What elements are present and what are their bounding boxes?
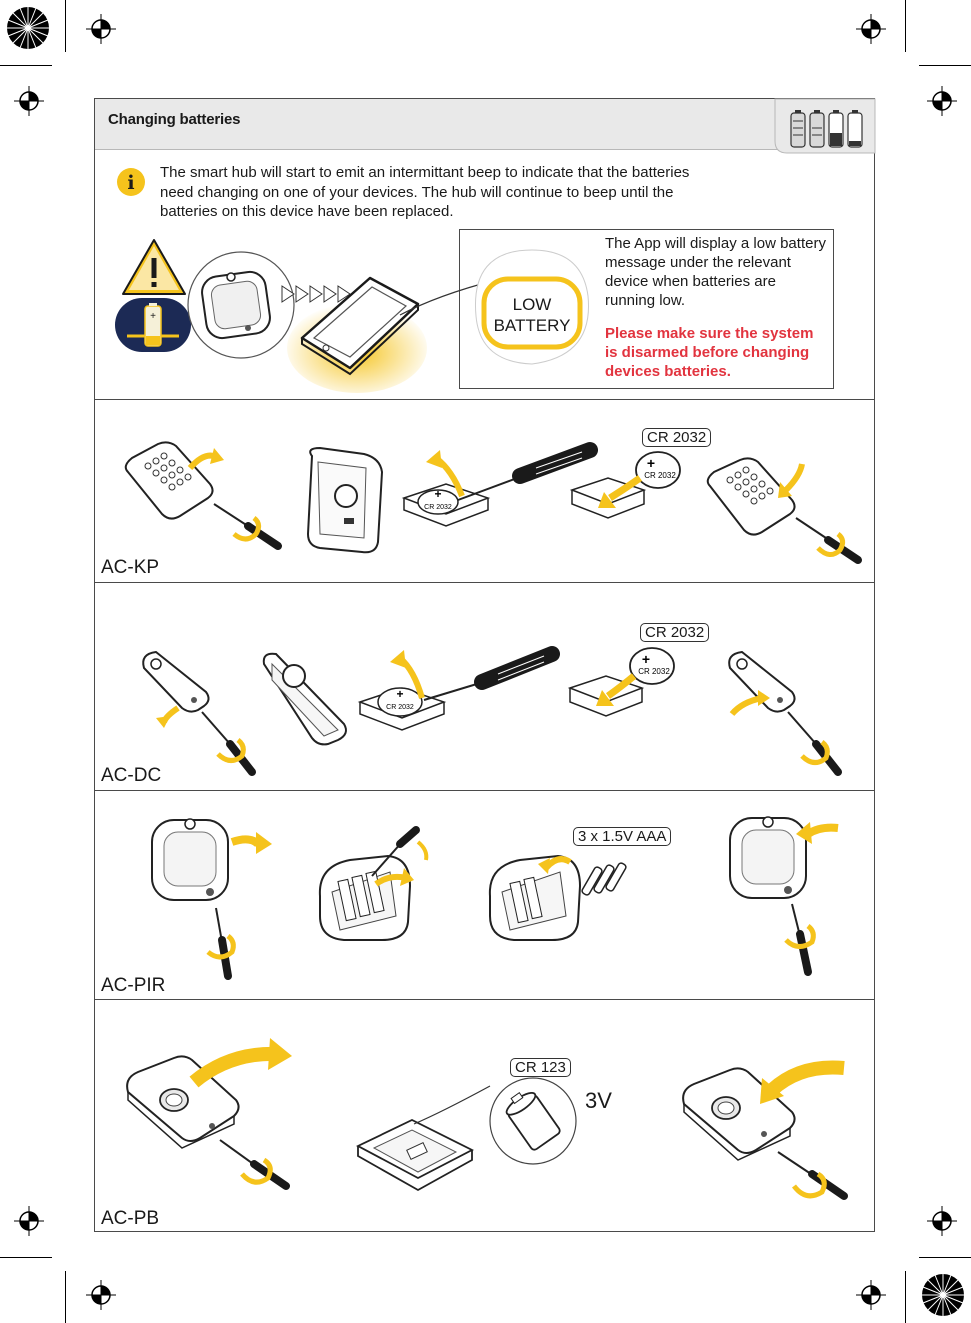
section-label-ac-pir: AC-PIR (101, 975, 166, 996)
svg-text:+: + (396, 687, 403, 701)
keypad-illustration (124, 441, 282, 550)
coin-cell-label: CR 2032 (638, 667, 670, 676)
battery-type-label: CR 2032 (640, 623, 710, 642)
svg-text:+: + (434, 487, 441, 501)
battery-type-label: CR 123 (510, 1058, 571, 1077)
motion-sensor-open-illustration (318, 826, 429, 941)
svg-text:+: + (150, 311, 156, 322)
low-battery-bubble (474, 249, 590, 365)
battery-voltage-label: 3V (585, 1088, 612, 1113)
battery-levels-icon (774, 98, 876, 154)
bubble-line-2: BATTERY (493, 316, 571, 335)
battery-type-label: CR 2032 (642, 428, 712, 447)
door-contact-reassemble-illustration (728, 650, 842, 776)
registration-mark-icon (927, 1206, 957, 1236)
cr123-battery-zoom-illustration (489, 1077, 577, 1165)
section-label-ac-kp: AC-KP (101, 557, 160, 578)
page-title: Changing batteries (108, 111, 241, 128)
low-battery-icon: + (115, 298, 191, 352)
smart-hub-illustration (187, 251, 295, 359)
callout-warning: Please make sure the system is disarmed … (605, 325, 814, 380)
coin-cell-label: CR 2032 (424, 504, 452, 511)
section-divider (94, 790, 875, 791)
registration-mark-icon (856, 1280, 886, 1310)
aaa-battery-insert-illustration (488, 854, 627, 941)
door-contact-illustration (142, 650, 256, 776)
section-divider (94, 999, 875, 1000)
keypad-open-back-illustration (306, 446, 384, 554)
coin-battery-removal-illustration: + CR 2032 (357, 646, 560, 731)
registration-mark-icon (14, 1206, 44, 1236)
registration-mark-icon (14, 86, 44, 116)
battery-type-label: 3 x 1.5V AAA (573, 827, 672, 846)
door-contact-open-illustration (262, 652, 347, 746)
section-label-ac-pb: AC-PB (101, 1208, 160, 1229)
intro-text: The smart hub will start to emit an inte… (160, 164, 690, 220)
callout-text: The App will display a low battery messa… (605, 235, 826, 309)
registration-mark-icon (86, 1280, 116, 1310)
panic-button-illustration (126, 1038, 292, 1190)
warning-triangle-icon (122, 239, 186, 295)
coin-battery-removal-illustration: + CR 2032 (401, 442, 598, 527)
instruction-panel (94, 98, 875, 1232)
coin-cell-label: CR 2032 (386, 704, 414, 711)
section-divider (94, 399, 875, 400)
smartphone-illustration (287, 276, 427, 393)
starburst-icon (922, 1274, 964, 1316)
signal-arrows-icon (281, 285, 351, 303)
panic-button-reassemble-illustration (682, 1060, 848, 1200)
starburst-icon (7, 7, 49, 49)
info-icon: i (117, 168, 145, 196)
coin-cell-label: CR 2032 (644, 471, 676, 480)
motion-sensor-reassemble-illustration (729, 816, 839, 976)
bubble-line-1: LOW (512, 295, 552, 314)
app-message-callout (459, 229, 834, 389)
motion-sensor-illustration (151, 818, 272, 980)
panel-header: Changing batteries (95, 99, 874, 150)
section-divider (94, 582, 875, 583)
panic-button-open-illustration (356, 1085, 491, 1192)
section-label-ac-dc: AC-DC (101, 765, 162, 786)
low-battery-bubble-label: LOW BATTERY (486, 294, 578, 336)
registration-mark-icon (927, 86, 957, 116)
coin-battery-insert-illustration: + CR 2032 (567, 647, 675, 717)
svg-text:+: + (642, 651, 650, 667)
registration-mark-icon (86, 14, 116, 44)
keypad-reassemble-illustration (706, 457, 862, 564)
svg-text:+: + (647, 455, 655, 471)
registration-mark-icon (856, 14, 886, 44)
coin-battery-insert-illustration: + CR 2032 (569, 451, 681, 519)
svg-text:i: i (127, 172, 134, 194)
